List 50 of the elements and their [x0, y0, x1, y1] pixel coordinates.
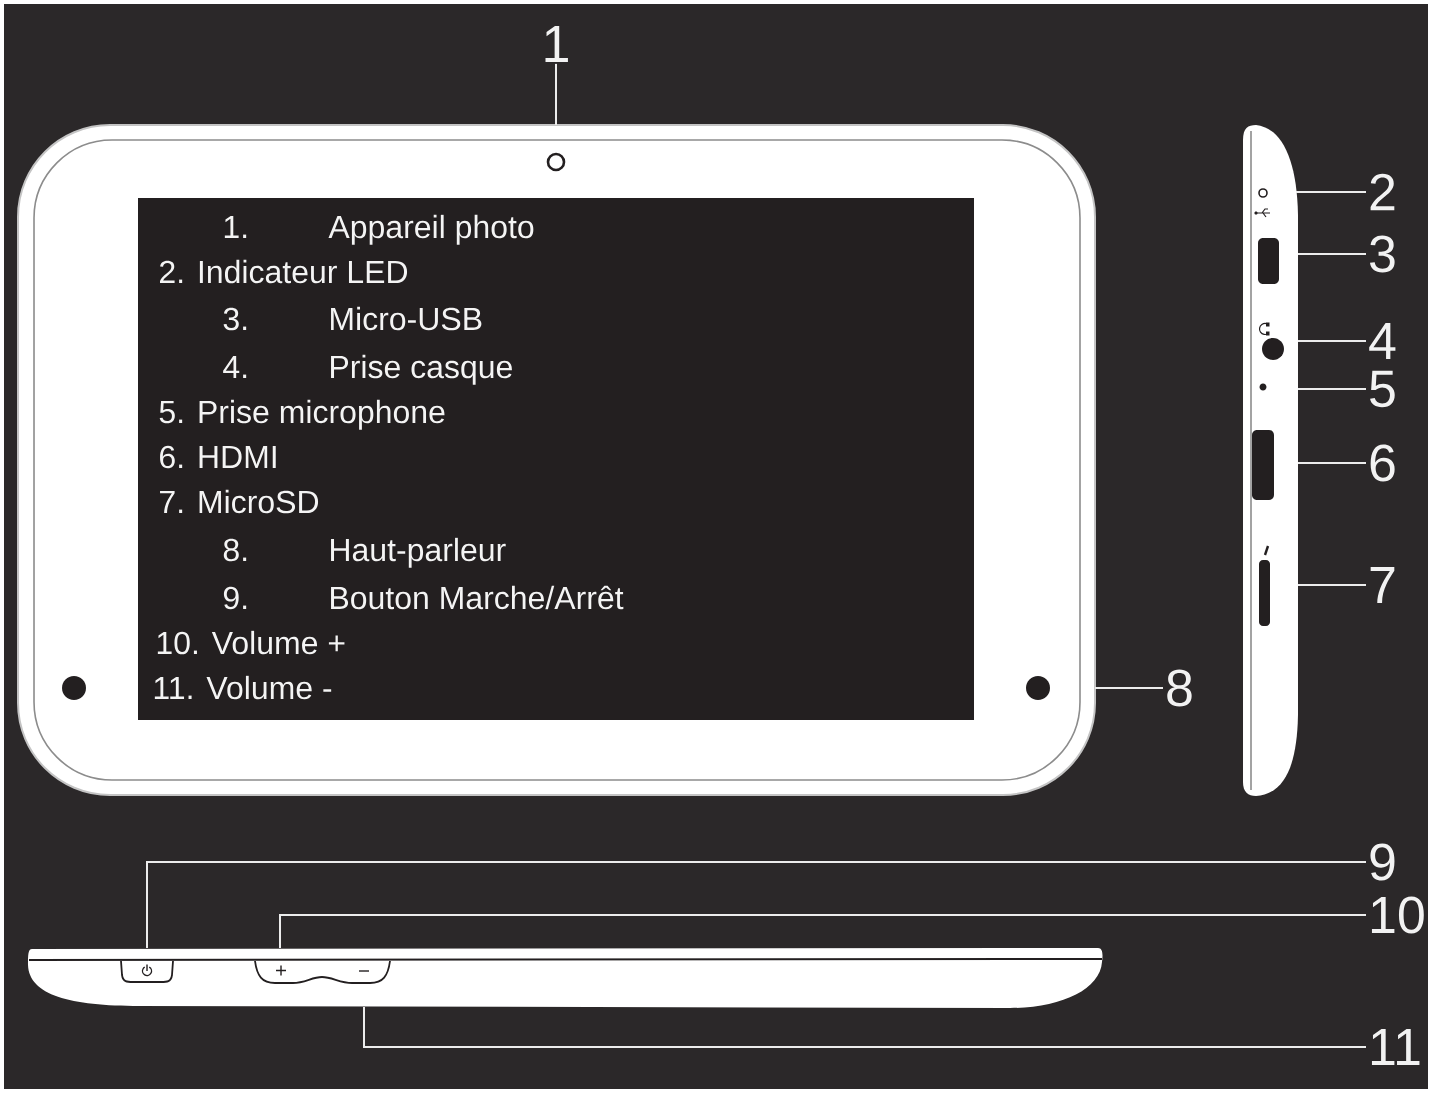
speaker-hole [1026, 676, 1050, 700]
leader-line [146, 861, 1367, 949]
power-button [120, 960, 174, 983]
list-item: 2. Indicateur LED [160, 259, 408, 284]
callout-number: 5 [1370, 370, 1395, 408]
microsd-slot [1259, 560, 1270, 626]
camera-lens [546, 152, 566, 172]
volume-down-button [321, 960, 391, 984]
callout-number: 3 [1370, 235, 1395, 273]
list-item: Appareil photo [328, 214, 534, 245]
list-item: Prise casque [331, 354, 512, 385]
list-number: 4. [223, 356, 247, 378]
usb-port [1258, 238, 1279, 284]
list-item: 6. HDMI [160, 445, 276, 469]
volume-up-button [254, 960, 323, 984]
list-item: Micro-USB [331, 306, 482, 331]
leader-line [1295, 191, 1367, 193]
callout-number: 2 [1370, 173, 1395, 211]
leader-line [1297, 388, 1367, 390]
leader-line [1297, 340, 1367, 342]
callout-number: 8 [1167, 669, 1192, 707]
list-number: 8. [223, 538, 247, 562]
list-item: 5. Prise microphone [159, 399, 445, 430]
leader-line [1297, 462, 1367, 464]
leader-line [1297, 584, 1367, 586]
callout-number: 1 [545, 26, 568, 62]
leader-line [555, 62, 557, 126]
speaker-hole [62, 676, 86, 700]
list-item: 11. Volume - [154, 675, 332, 700]
callout-number: 10 [1371, 896, 1424, 934]
list-item: Bouton Marche/Arrêt [331, 585, 624, 610]
callout-number: 7 [1370, 567, 1395, 603]
leader-line [1297, 253, 1367, 255]
led-indicator [1258, 188, 1268, 198]
list-item: 10. Volume + [157, 630, 345, 655]
hdmi-port [1252, 430, 1274, 500]
list-number: 3. [223, 307, 247, 331]
callout-number: 11 [1371, 1029, 1420, 1065]
callout-number: 9 [1370, 843, 1395, 881]
callout-number: 4 [1369, 323, 1396, 359]
list-number: 1. [224, 216, 247, 238]
leader-line [1094, 687, 1164, 689]
list-number: 9. [223, 586, 247, 610]
leader-line [279, 914, 1367, 949]
list-item: 7. MicroSD [160, 489, 319, 514]
microphone-hole [1259, 383, 1267, 391]
list-item: Haut-parleur [331, 537, 506, 568]
headphone-jack [1262, 338, 1284, 360]
leader-line [363, 1006, 1367, 1048]
callout-number: 6 [1370, 444, 1395, 482]
